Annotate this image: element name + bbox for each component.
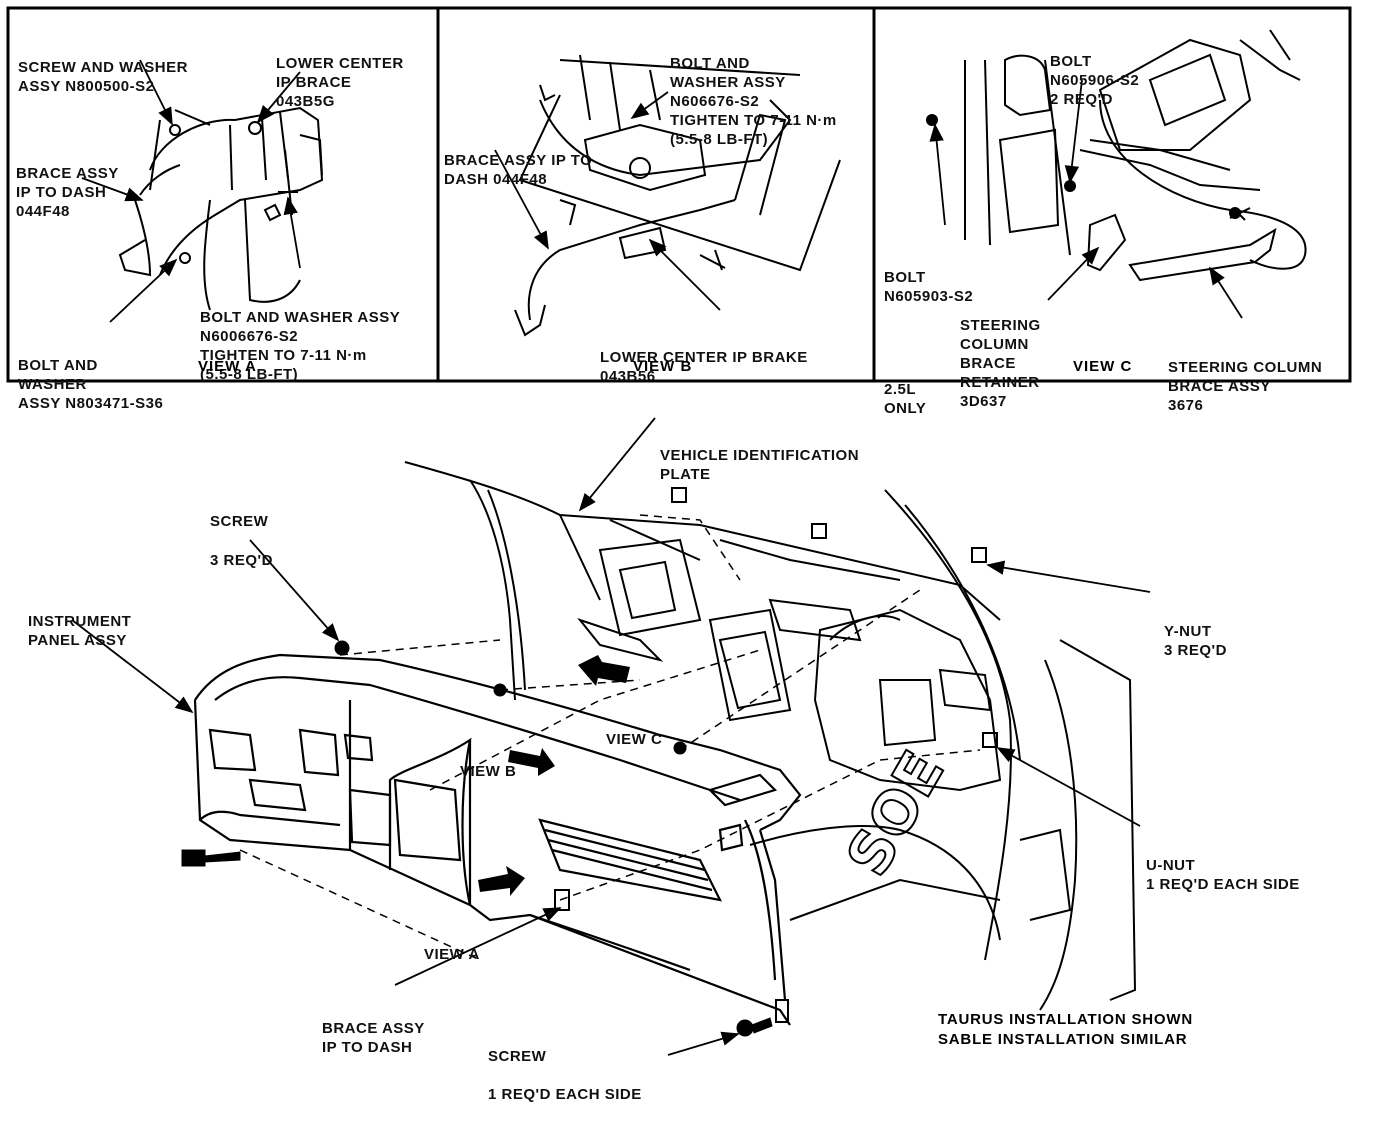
nut-icon (493, 683, 507, 697)
label-view-a-arrow: VIEW A (424, 946, 480, 963)
svg-text:SOE: SOE (833, 740, 957, 887)
screw-icon (736, 1019, 754, 1037)
y-nut-icon (971, 547, 987, 563)
main-leaders (71, 417, 1151, 1056)
y-nut-icon (671, 487, 687, 503)
label-view-c-arrow: VIEW C (606, 731, 663, 748)
view-b-leaders (494, 91, 721, 311)
label-screw-top: SCREW (210, 513, 269, 530)
view-b-artwork (514, 54, 841, 337)
view-a-title: VIEW A (198, 358, 257, 375)
y-nut-icon (811, 523, 827, 539)
u-nut-icon (982, 732, 998, 748)
view-c-artwork (964, 29, 1307, 282)
dashed-alignment-lines (239, 514, 981, 961)
fasteners (181, 487, 998, 1037)
label-view-b-arrow: VIEW B (460, 763, 517, 780)
view-c-leaders (929, 79, 1243, 319)
label-screw-bottom: SCREW (488, 1048, 547, 1065)
label-screw-bottom-qty: 1 REQ'D EACH SIDE (488, 1086, 642, 1103)
view-b-title: VIEW B (633, 358, 693, 375)
view-a-artwork (118, 106, 324, 311)
bolt-icon (1229, 207, 1241, 219)
screw-icon (181, 849, 206, 867)
view-c-title: VIEW C (1073, 358, 1133, 375)
view-c-arrow-icon (578, 655, 630, 686)
view-panels-frame (6, 6, 1352, 383)
view-a-arrow-icon (478, 866, 525, 896)
bolt-icon (926, 114, 938, 126)
view-a-leaders (81, 59, 301, 323)
bolt-icon (1064, 180, 1076, 192)
view-c-bolts (926, 114, 1241, 219)
screw-icon (334, 640, 350, 656)
view-direction-arrows (478, 655, 630, 896)
nut-icon (673, 741, 687, 755)
label-screw-top-qty: 3 REQ'D (210, 552, 273, 569)
view-b-arrow-icon (508, 748, 555, 776)
instrument-panel-shape (193, 653, 802, 1026)
